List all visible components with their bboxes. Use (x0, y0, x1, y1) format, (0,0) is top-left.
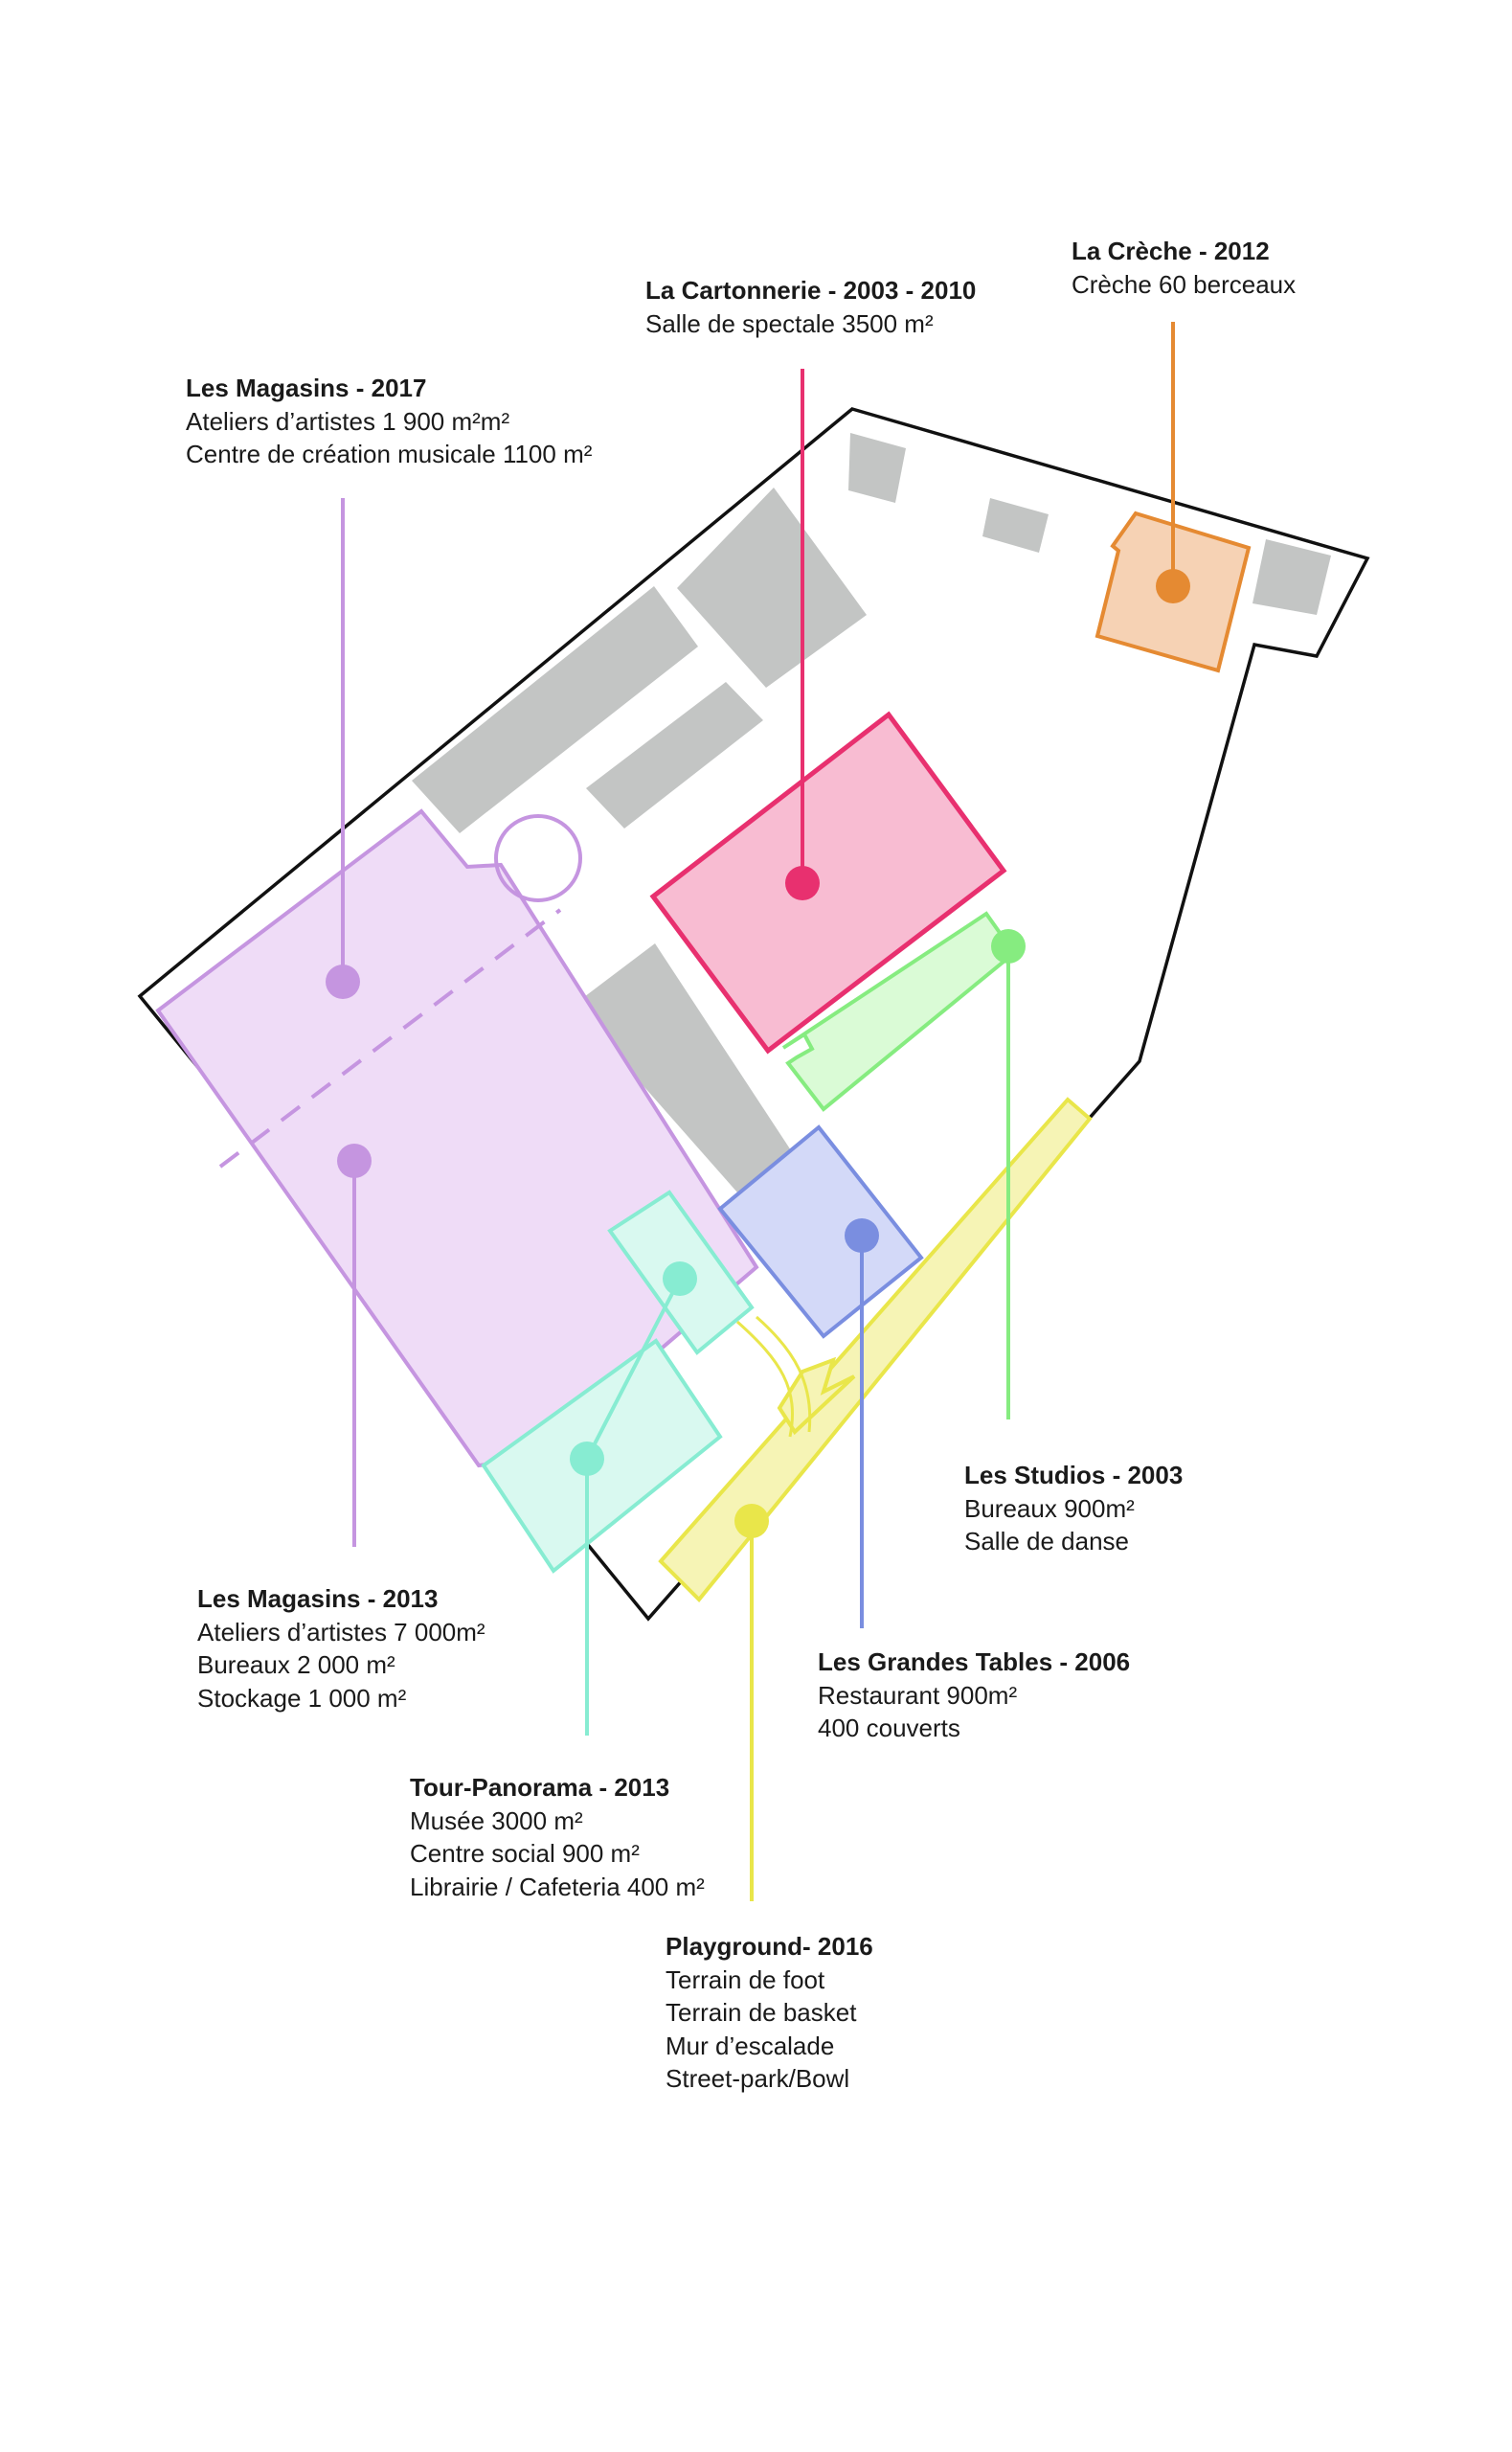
label-line: Salle de spectale 3500 m² (645, 308, 934, 338)
creche-marker (1156, 569, 1190, 603)
label-title: Les Magasins - 2013 (197, 1584, 439, 1613)
grandes-tables-marker (845, 1218, 879, 1253)
label-line: Terrain de basket (666, 1998, 857, 2027)
label-line: Mur d’escalade (666, 2031, 835, 2060)
existing-building (412, 586, 698, 833)
label-line: Crèche 60 berceaux (1072, 269, 1297, 299)
grandes-tables-zone (717, 1124, 924, 1339)
label-line: Salle de danse (964, 1527, 1130, 1555)
label-title: Tour-Panorama - 2013 (410, 1773, 670, 1802)
label-line: Centre de création musicale 1100 m² (186, 440, 593, 468)
label-line: Bureaux 2 000 m² (197, 1650, 395, 1679)
magasins-2017-marker (326, 965, 360, 999)
existing-building (586, 682, 763, 829)
tour-panorama-marker (663, 1261, 697, 1296)
label-line: 400 couverts (818, 1714, 960, 1742)
label-studios: Les Studios - 2003 Bureaux 900m² Salle d… (964, 1459, 1183, 1558)
label-line: Ateliers d’artistes 7 000m² (197, 1617, 485, 1646)
label-tour-panorama: Tour-Panorama - 2013 Musée 3000 m² Centr… (410, 1771, 705, 1903)
cartonnerie-zone (649, 711, 1007, 1055)
label-title: Playground- 2016 (666, 1932, 873, 1961)
cartonnerie-marker (785, 866, 820, 900)
tour-panorama-marker (570, 1442, 604, 1476)
label-magasins-2013: Les Magasins - 2013 Ateliers d’artistes … (197, 1582, 485, 1714)
label-cartonnerie: La Cartonnerie - 2003 - 2010 Salle de sp… (645, 274, 976, 340)
label-title: La Cartonnerie - 2003 - 2010 (645, 276, 977, 305)
label-creche: La Crèche - 2012 Crèche 60 berceaux (1072, 235, 1296, 301)
existing-building (573, 943, 811, 1209)
magasins-2013-marker (337, 1144, 372, 1178)
playground-path (736, 1315, 812, 1438)
label-line: Terrain de foot (666, 1964, 825, 1994)
existing-building (982, 498, 1049, 553)
label-line: Librairie / Cafeteria 400 m² (410, 1872, 705, 1901)
label-playground: Playground- 2016 Terrain de foot Terrain… (666, 1930, 873, 2096)
label-line: Street-park/Bowl (666, 2064, 850, 2093)
existing-building (848, 433, 906, 503)
label-title: La Crèche - 2012 (1072, 237, 1270, 265)
magasins-phase-divider (218, 908, 562, 1169)
magasins-annex-circle (494, 814, 582, 902)
playground-marker (734, 1504, 769, 1538)
tour-panorama-leader-line (585, 1278, 682, 1460)
studios-marker (991, 929, 1026, 964)
leaders (326, 322, 1190, 1901)
label-title: Les Grandes Tables - 2006 (818, 1647, 1131, 1676)
existing-building (677, 488, 867, 688)
label-magasins-2017: Les Magasins - 2017 Ateliers d’artistes … (186, 372, 592, 471)
playground-zone (777, 1356, 856, 1436)
label-line: Stockage 1 000 m² (197, 1683, 407, 1713)
label-title: Les Magasins - 2017 (186, 374, 427, 402)
label-title: Les Studios - 2003 (964, 1461, 1184, 1489)
label-grandes-tables: Les Grandes Tables - 2006 Restaurant 900… (818, 1646, 1130, 1745)
label-line: Centre social 900 m² (410, 1839, 640, 1868)
label-line: Restaurant 900m² (818, 1680, 1018, 1710)
label-line: Musée 3000 m² (410, 1805, 583, 1835)
studios-zone (781, 911, 1017, 1112)
playground-zone (658, 1097, 1093, 1602)
label-line: Bureaux 900m² (964, 1493, 1135, 1523)
existing-buildings (412, 433, 1331, 1209)
existing-building (1252, 539, 1331, 615)
label-line: Ateliers d’artistes 1 900 m²m² (186, 406, 510, 436)
